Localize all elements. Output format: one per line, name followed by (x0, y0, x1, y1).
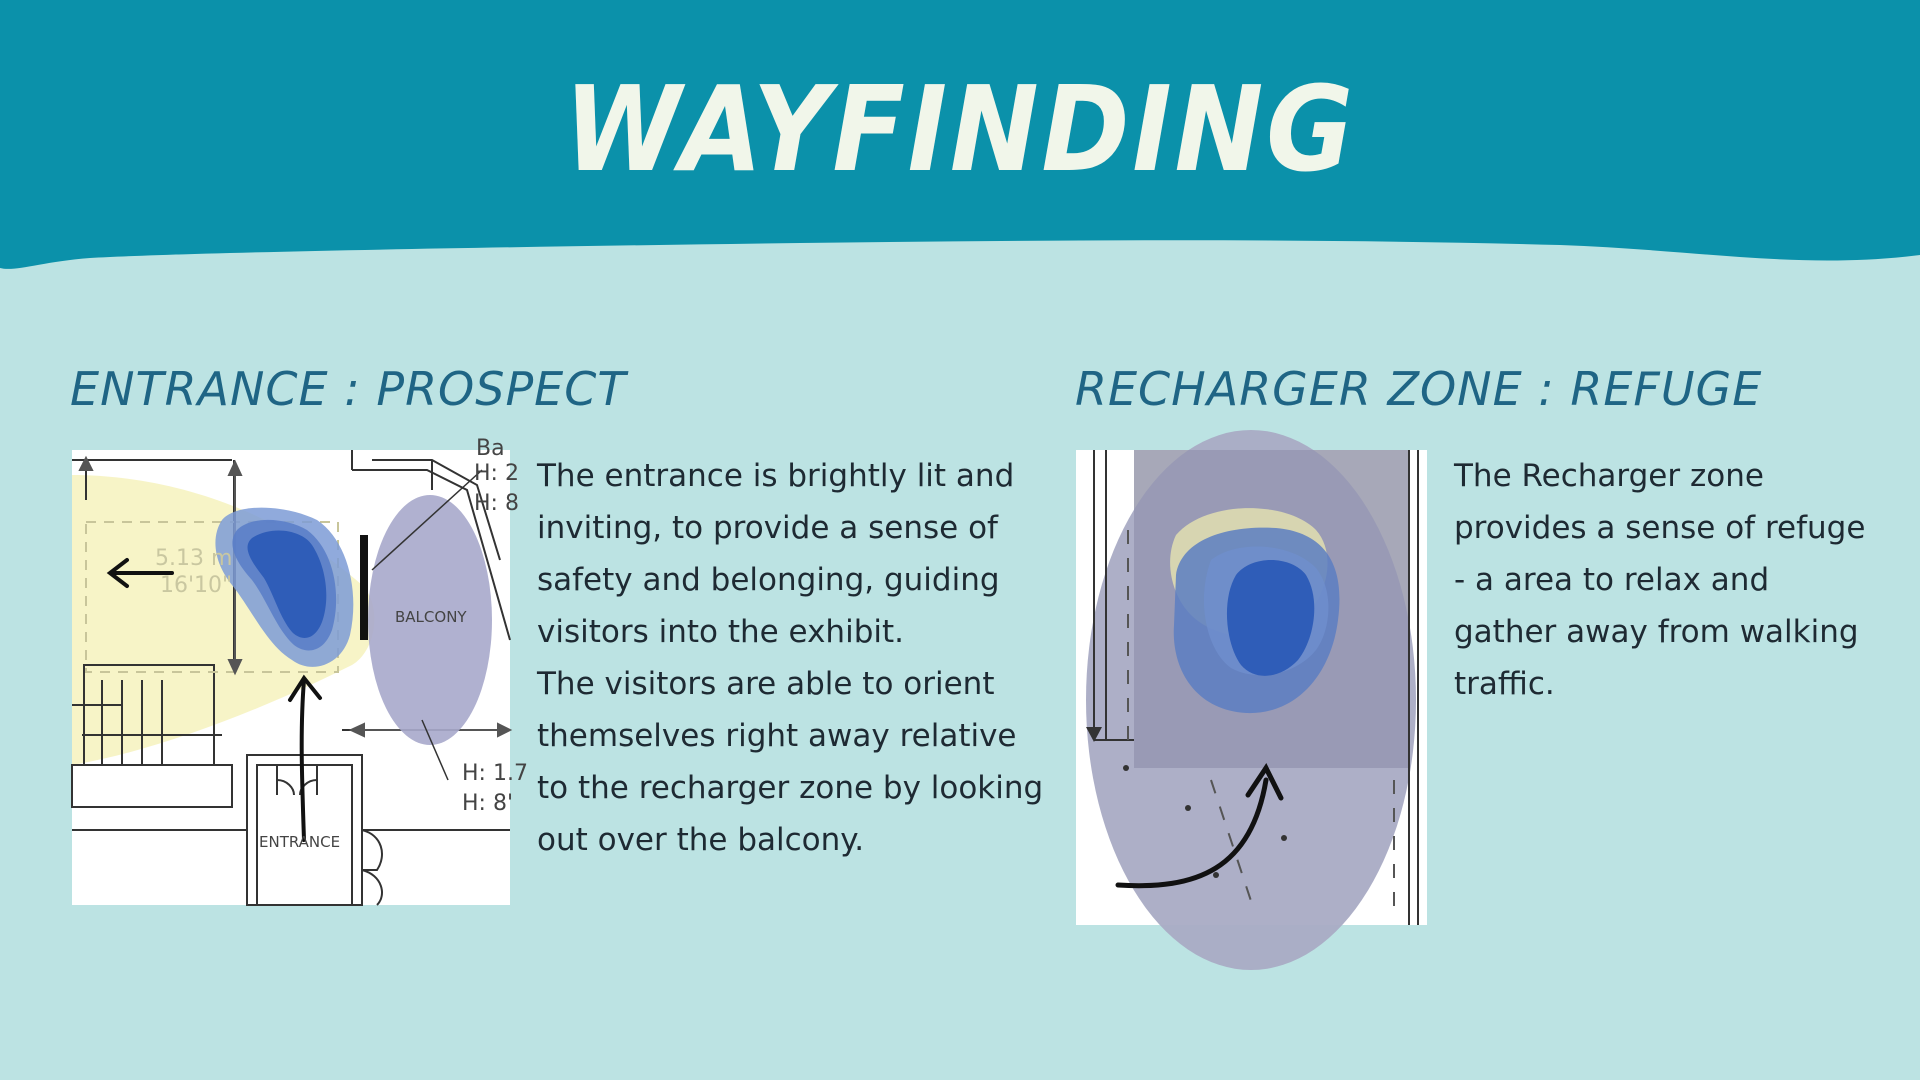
entrance-description: The entrance is brightly lit and invitin… (537, 450, 1057, 866)
page-title: WAYFINDING (564, 60, 1356, 198)
plan-top-cut-label: Ba (476, 436, 505, 461)
balcony-label: BALCONY (395, 608, 467, 626)
header-banner (0, 0, 1920, 269)
recharger-heading: RECHARGER ZONE : REFUGE (1075, 362, 1763, 416)
recharger-paragraph-1: The Recharger zone provides a sense of r… (1454, 458, 1866, 702)
height-bottom-1: H: 1.7 (462, 761, 528, 786)
entrance-paragraph-2: The visitors are able to orient themselv… (537, 666, 1044, 858)
entrance-heading: ENTRANCE : PROSPECT (70, 362, 627, 416)
recharger-description: The Recharger zone provides a sense of r… (1454, 450, 1874, 710)
dimension-feet: 16'10" (160, 573, 232, 598)
height-top-2: H: 8 (474, 491, 519, 516)
entrance-floor-plan: 5.13 m 16'10" BALCONY ENTRANCE H: 2 H: 8… (71, 436, 528, 906)
height-bottom-2: H: 8' (462, 791, 513, 816)
entrance-label: ENTRANCE (259, 833, 340, 851)
dimension-meters: 5.13 m (155, 546, 232, 571)
recharger-floor-plan (1076, 430, 1427, 970)
height-top-1: H: 2 (474, 461, 519, 486)
entrance-paragraph-1: The entrance is brightly lit and invitin… (537, 458, 1015, 650)
